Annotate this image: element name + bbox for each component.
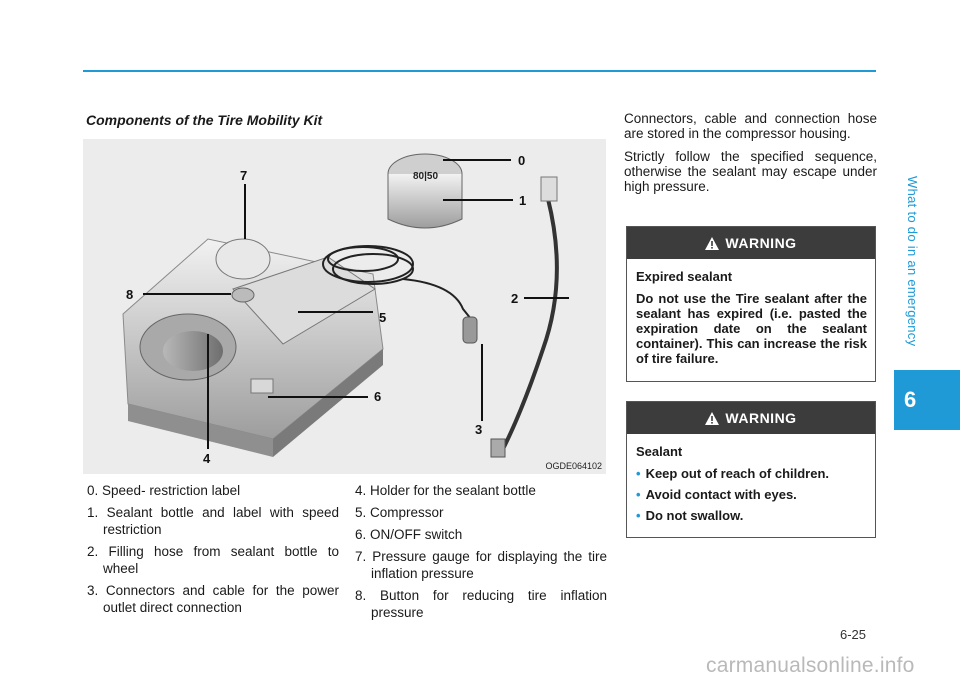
warning-header: WARNING [627, 402, 875, 434]
figure-code: OGDE064102 [545, 461, 602, 471]
page-number: 6-25 [840, 627, 867, 642]
list-item: 5. Compressor [355, 505, 444, 520]
list-item: 6. ON/OFF switch [355, 527, 463, 542]
intro-text: Connectors, cable and connection hose ar… [624, 111, 877, 202]
callout-6: 6 [374, 389, 381, 404]
list-item: Do not swallow. [636, 508, 867, 523]
callout-5: 5 [379, 310, 386, 325]
watermark: carmanualsonline.info [706, 654, 915, 677]
list-item: Keep out of reach of children. [636, 466, 867, 481]
warning-box-sealant: WARNING Sealant Keep out of reach of chi… [626, 401, 876, 538]
warning-title: WARNING [725, 410, 797, 426]
callout-3: 3 [475, 422, 482, 437]
warning-triangle-icon [705, 236, 720, 250]
callout-8: 8 [126, 287, 133, 302]
components-list-right: 4. Holder for the sealant bottle 5. Comp… [355, 482, 607, 626]
warning-bullets: Keep out of reach of children. Avoid con… [636, 466, 867, 523]
warning-text: Do not use the Tire sealant after the se… [636, 291, 867, 366]
kit-illustration: 80|50 0 1 2 3 4 5 6 7 8 [122, 153, 569, 466]
chapter-tab: 6 [894, 370, 960, 430]
list-item: 0. Speed- restriction label [87, 483, 241, 498]
callout-1: 1 [519, 193, 526, 208]
section-title: Components of the Tire Mobility Kit [86, 112, 323, 128]
callout-7: 7 [240, 168, 247, 183]
warning-heading: Expired sealant [636, 269, 733, 284]
bottle-label: 80|50 [413, 171, 438, 182]
tire-mobility-kit-figure: 80|50 0 1 2 3 4 5 6 7 8 OGDE06410 [83, 139, 606, 474]
chapter-side-title: What to do in an emergency [905, 176, 920, 347]
list-item: 1. Sealant bottle and label with speed r… [87, 505, 339, 537]
list-item: 7. Pressure gauge for displaying the tir… [355, 549, 607, 581]
chapter-number: 6 [904, 387, 917, 412]
warning-box-expired-sealant: WARNING Expired sealant Do not use the T… [626, 226, 876, 382]
warning-heading: Sealant [636, 444, 683, 459]
list-item: 4. Holder for the sealant bottle [355, 483, 536, 498]
list-item: 2. Filling hose from sealant bottle to w… [87, 544, 339, 576]
top-rule [83, 70, 876, 72]
warning-body: Expired sealant Do not use the Tire seal… [627, 259, 875, 381]
warning-triangle-icon [705, 411, 720, 425]
warning-body: Sealant Keep out of reach of children. A… [627, 434, 875, 537]
intro-paragraph: Strictly follow the specified sequence, … [624, 149, 877, 194]
list-item: 8. Button for reducing tire inflation pr… [355, 588, 607, 620]
list-item: 3. Connectors and cable for the power ou… [87, 583, 339, 615]
list-item: Avoid contact with eyes. [636, 487, 867, 502]
components-list-left: 0. Speed- restriction label 1. Sealant b… [87, 482, 339, 621]
callout-4: 4 [203, 451, 211, 466]
callout-2: 2 [511, 291, 518, 306]
callout-0: 0 [518, 153, 525, 168]
warning-header: WARNING [627, 227, 875, 259]
warning-title: WARNING [725, 235, 797, 251]
intro-paragraph: Connectors, cable and connection hose ar… [624, 111, 877, 141]
